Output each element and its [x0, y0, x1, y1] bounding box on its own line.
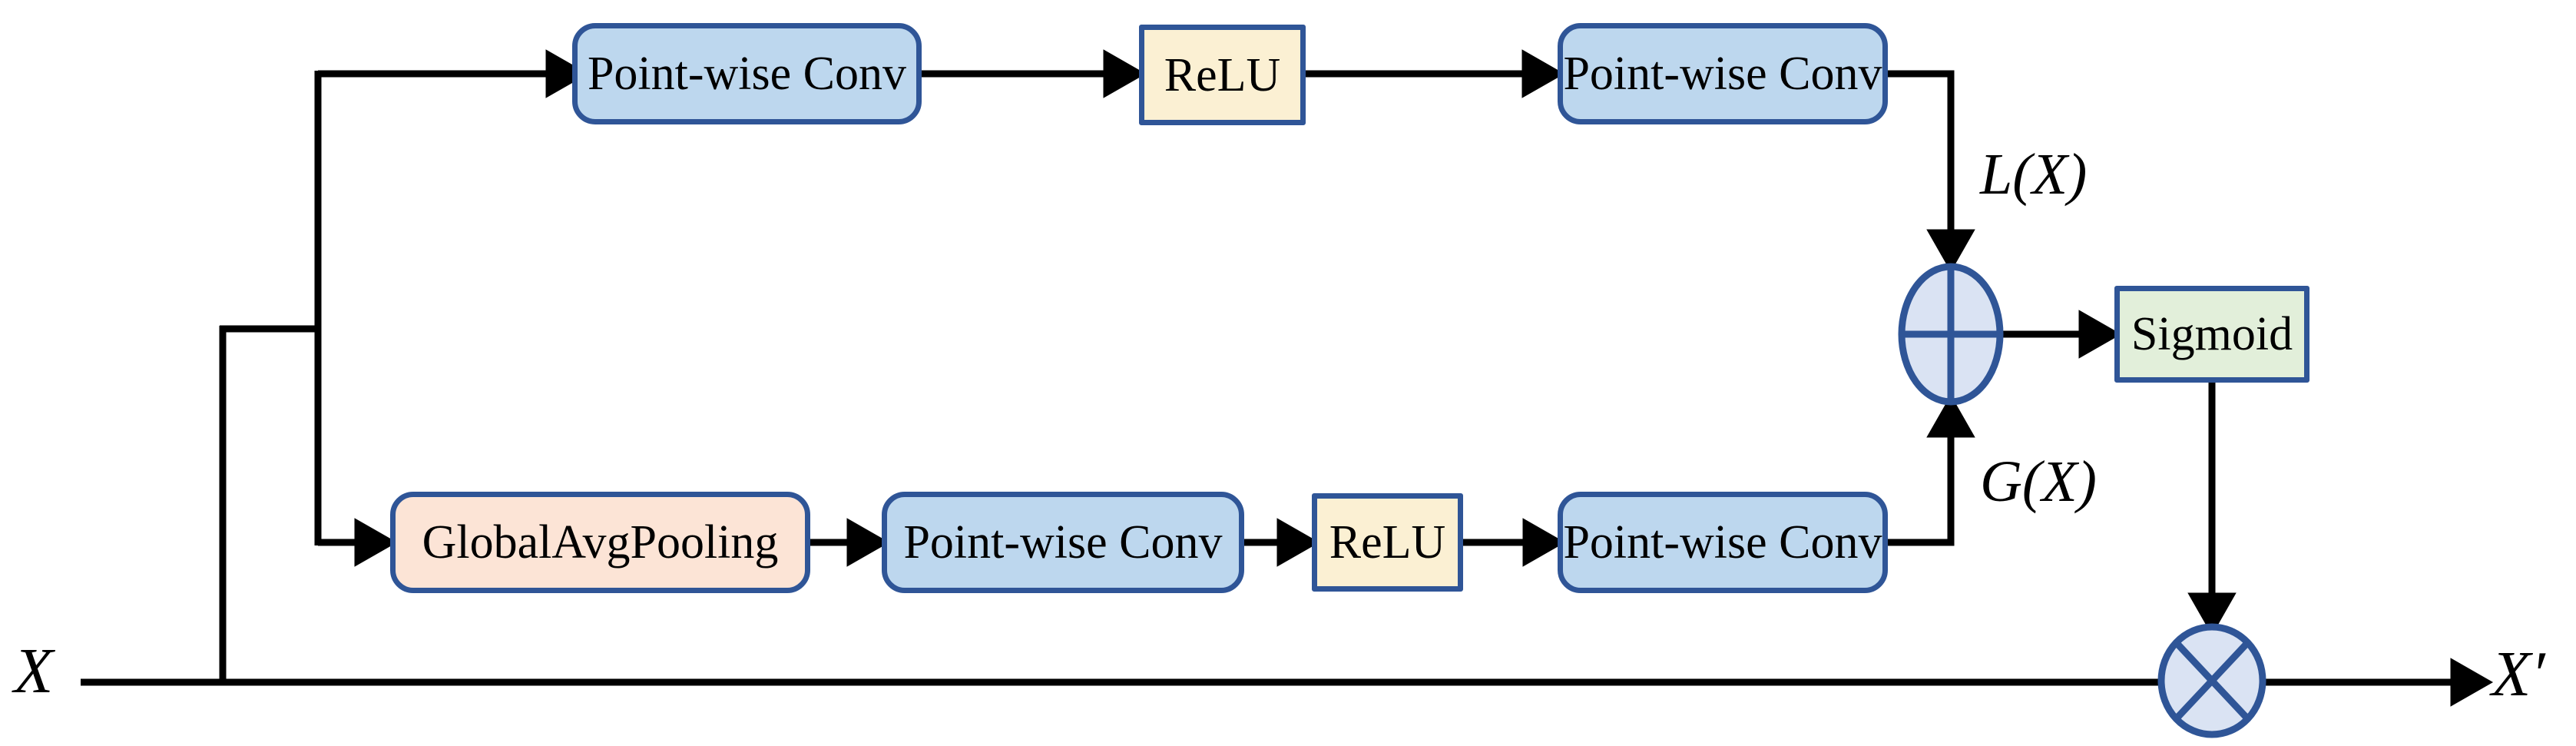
node-label: ReLU — [1164, 48, 1281, 101]
multiply-operator-node — [2157, 623, 2266, 738]
output-label: X′ — [2492, 638, 2545, 710]
node-relu-bottom: ReLU — [1312, 493, 1463, 592]
node-pointwise-conv-bottom-2: Point-wise Conv — [1558, 492, 1888, 593]
edge-label-local: L(X) — [1980, 141, 2088, 207]
arrowhead-conv1 — [545, 49, 589, 98]
node-label: Point-wise Conv — [1563, 516, 1882, 569]
node-label: GlobalAvgPooling — [422, 516, 779, 569]
output-arrowhead — [2450, 658, 2494, 707]
arrowhead-relu1 — [1103, 49, 1147, 98]
node-relu-top: ReLU — [1139, 25, 1306, 125]
node-sigmoid: Sigmoid — [2114, 286, 2309, 383]
arrowhead-gap — [354, 518, 398, 567]
edge-global-elbow — [1886, 433, 1955, 546]
arrowhead-add-bottom — [1926, 394, 1975, 438]
node-label: ReLU — [1329, 516, 1446, 569]
node-label: Point-wise Conv — [587, 48, 907, 100]
add-operator-node — [1898, 263, 2004, 406]
arrowhead-multiply — [2187, 592, 2237, 636]
node-pointwise-conv-bottom-1: Point-wise Conv — [882, 492, 1244, 593]
arrowhead-conv4 — [1522, 518, 1566, 567]
edge-label-global: G(X) — [1980, 449, 2097, 514]
arrowhead-relu2 — [1276, 518, 1320, 567]
arrowhead-conv2 — [1521, 49, 1565, 98]
node-pointwise-conv-top-2: Point-wise Conv — [1558, 23, 1888, 124]
edge-local-elbow — [1886, 70, 1955, 234]
node-global-avg-pooling: GlobalAvgPooling — [390, 492, 810, 593]
input-label: X — [14, 635, 54, 707]
node-label: Point-wise Conv — [1563, 48, 1882, 100]
node-label: Sigmoid — [2131, 308, 2293, 360]
arrowhead-conv3 — [846, 518, 890, 567]
node-pointwise-conv-top-1: Point-wise Conv — [572, 23, 922, 124]
arrowhead-sigmoid — [2078, 310, 2122, 359]
node-label: Point-wise Conv — [903, 516, 1223, 569]
arrowhead-add-top — [1926, 229, 1975, 273]
